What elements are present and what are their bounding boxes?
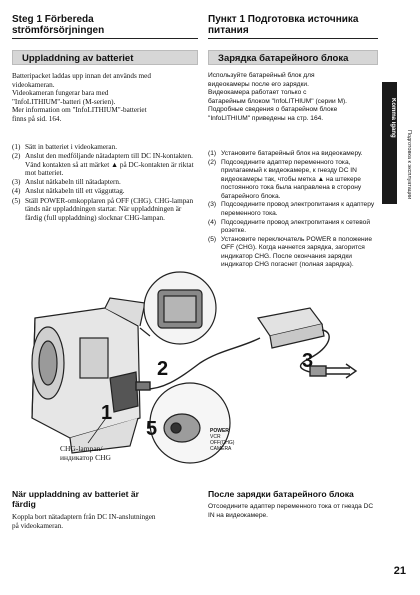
right-step-num: (4)	[208, 218, 217, 226]
right-intro-line: Используйте батарейный блок для	[208, 72, 315, 79]
right-title-line2: питания	[208, 25, 249, 36]
left-intro-line: "InfoLITHIUM"-batteri (M-serien).	[12, 97, 116, 106]
left-step: (3) Anslut nätkabeln till nätadaptern.	[12, 178, 196, 187]
left-step-text: Anslut den medföljande nätadaptern till …	[25, 152, 194, 178]
left-bottom-title-line1: När uppladdning av batteriet är	[12, 489, 140, 499]
right-intro: Используйте батарейный блок для видеокам…	[208, 72, 380, 124]
right-section-bar: Зарядка батарейного блока	[208, 50, 378, 65]
left-step: (5) Ställ POWER-omkopplaren på OFF (CHG).…	[12, 197, 196, 223]
right-intro-line: Подробные сведения о батарейном блоке	[208, 106, 338, 114]
battery-inset	[139, 271, 217, 345]
left-title-rule	[12, 38, 198, 39]
power-switch-inset	[149, 382, 231, 464]
right-intro-line: видеокамеры после его зарядки.	[208, 80, 309, 88]
left-step: (4) Anslut nätkabeln till ett vägguttag.	[12, 187, 196, 196]
power-label: POWER	[210, 428, 229, 434]
left-step-num: (3)	[12, 178, 21, 187]
left-steps: (1) Sätt in batteriet i videokameran. (2)…	[12, 143, 196, 223]
mains-cable	[299, 329, 358, 379]
left-bottom-title-line2: färdig	[12, 498, 36, 509]
left-step: (1) Sätt in batteriet i videokameran.	[12, 143, 196, 152]
right-step-num: (1)	[208, 150, 217, 157]
right-step-text: Установите батарейный блок на видеокамер…	[221, 150, 363, 157]
left-step-num: (5)	[12, 196, 21, 205]
chg-caption-line2: индикатор CHG	[60, 453, 111, 462]
right-step: (3) Подсоедините провод электропитания к …	[208, 201, 376, 218]
right-step: (4) Подсоедините провод электропитания к …	[208, 219, 376, 236]
side-tab-label: Komma igång	[390, 98, 396, 138]
callout-3: 3	[302, 350, 314, 372]
left-step-num: (1)	[12, 143, 21, 151]
right-bottom-text: Отсоедините адаптер переменного тока от …	[208, 503, 374, 519]
off-chg-label: OFF(CHG)	[210, 440, 235, 446]
right-bottom-title: После зарядки батарейного блока	[208, 489, 354, 499]
callout-2: 2	[157, 358, 169, 380]
left-intro-line: finns på sid. 164.	[12, 114, 62, 123]
left-intro-line: Batteripacket laddas upp innan det använ…	[12, 72, 151, 80]
right-step-text: Подсоедините провод электропитания к сет…	[221, 218, 370, 235]
right-step: (2) Подсоедините адаптер переменного тока…	[208, 159, 376, 201]
left-section-bar: Uppladdning av batteriet	[12, 50, 198, 65]
left-title: Steg 1 Förbereda strömförsörjningen	[12, 14, 104, 36]
left-step-num: (2)	[12, 152, 21, 161]
left-intro: Batteripacket laddas upp innan det använ…	[12, 72, 198, 124]
right-intro-line: батарейным блоком "InfoLITHIUM" (серии M…	[208, 97, 348, 105]
right-step-num: (2)	[208, 158, 217, 166]
page-number: 21	[393, 565, 406, 577]
left-title-line2: strömförsörjningen	[12, 25, 105, 36]
camera-label: CAMERA	[210, 446, 232, 452]
right-step-text: Подсоедините провод электропитания к ада…	[221, 201, 375, 217]
power-switch-labels: POWER VCR OFF(CHG) CAMERA	[210, 428, 234, 452]
charging-illustration	[31, 271, 358, 464]
right-step-text: Подсоедините адаптер переменного тока, п…	[221, 158, 362, 200]
side-tab-label-ru: Подготовка к эксплуатации	[406, 130, 412, 200]
left-step-text: Anslut nätkabeln till ett vägguttag.	[25, 187, 125, 196]
right-step: (5) Установите переключатель POWER в поло…	[208, 236, 376, 270]
left-step-num: (4)	[12, 187, 21, 196]
right-step: (1) Установите батарейный блок на видеока…	[208, 150, 376, 158]
vcr-label: VCR	[210, 434, 221, 440]
right-steps: (1) Установите батарейный блок на видеока…	[208, 150, 376, 270]
right-step-num: (3)	[208, 201, 217, 209]
left-bottom-text: Koppla bort nätadaptern från DC IN-anslu…	[12, 513, 156, 530]
chg-caption-line1: CHG-lampan/	[60, 444, 103, 453]
left-bottom-title: När uppladdning av batteriet är färdig	[12, 489, 198, 509]
right-intro-line: "InfoLITHIUM" приведены на стр. 164.	[208, 114, 324, 122]
left-step: (2) Anslut den medföljande nätadaptern ti…	[12, 152, 196, 178]
right-title: Пункт 1 Подготовка источника питания	[208, 14, 358, 36]
callout-5: 5	[146, 418, 158, 440]
right-title-line1: Пункт 1 Подготовка источника	[208, 14, 359, 25]
side-tab	[382, 82, 397, 204]
ac-adaptor	[256, 307, 325, 349]
chg-leader-line	[87, 417, 107, 444]
left-intro-line: Videokameran fungerar bara med	[12, 89, 109, 98]
left-title-line1: Steg 1 Förbereda	[12, 14, 94, 25]
left-intro-line: videokameran.	[12, 80, 55, 89]
left-step-text: Sätt in batteriet i videokameran.	[25, 143, 118, 151]
dc-cable	[135, 337, 261, 391]
chg-caption: CHG-lampan/ индикатор CHG	[60, 444, 111, 462]
right-step-text: Установите переключатель POWER в положен…	[221, 236, 372, 269]
right-title-rule	[208, 38, 378, 39]
left-intro-line: Mer information om "InfoLITHIUM"-batteri…	[12, 106, 147, 115]
left-step-text: Ställ POWER-omkopplaren på OFF (CHG). CH…	[25, 196, 194, 222]
right-step-num: (5)	[208, 236, 217, 244]
camcorder-illustration	[31, 297, 146, 454]
left-step-text: Anslut nätkabeln till nätadaptern.	[25, 178, 121, 187]
callout-1: 1	[101, 402, 113, 424]
right-intro-line: Видеокамера работает только с	[208, 89, 307, 97]
